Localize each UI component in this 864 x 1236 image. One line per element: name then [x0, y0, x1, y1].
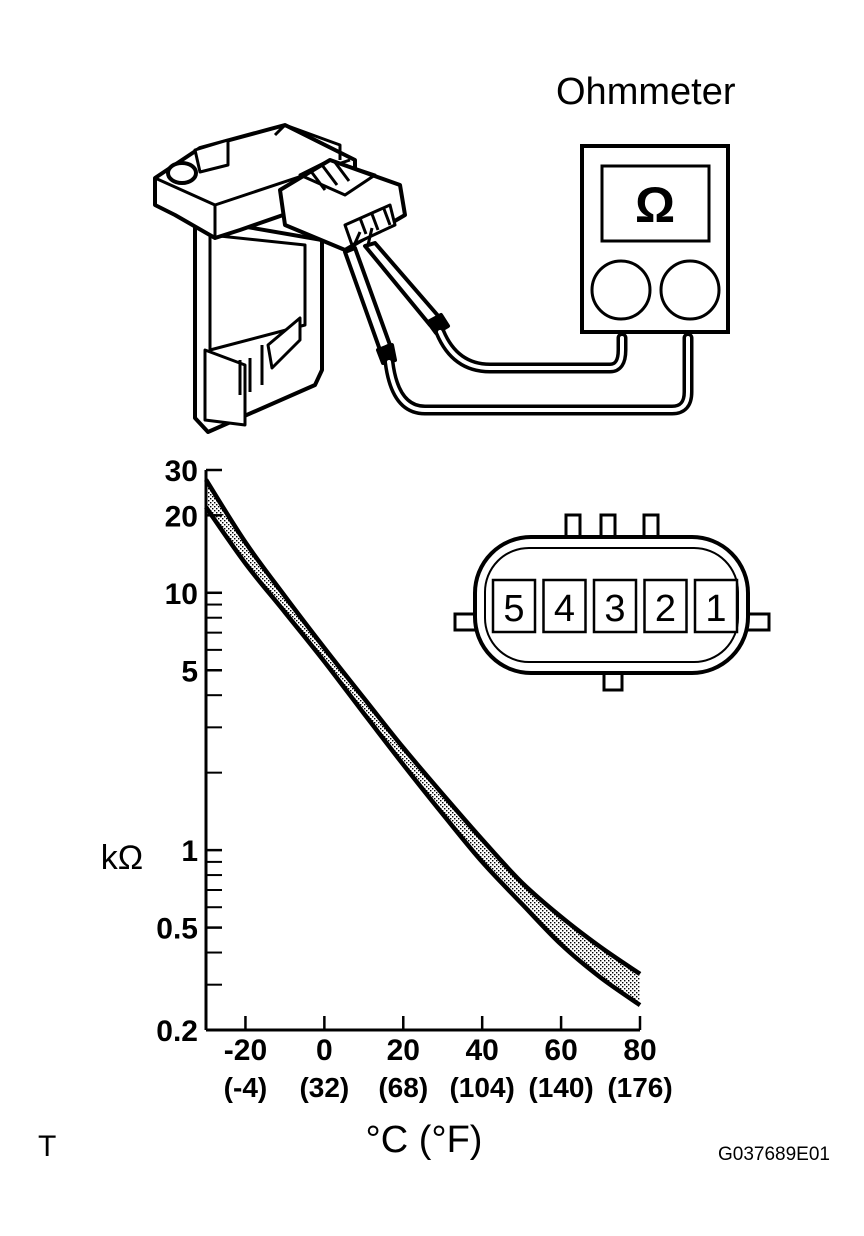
x-tick-label-fahrenheit--20: (-4) [224, 1072, 268, 1103]
x-tick-label-fahrenheit-20: (68) [378, 1072, 428, 1103]
connector-pin-label-4: 4 [554, 588, 575, 630]
y-tick-label-5: 5 [181, 655, 198, 688]
x-axis-label: °C (°F) [366, 1119, 483, 1161]
x-tick-label-fahrenheit-60: (140) [528, 1072, 593, 1103]
connector-pin-5 [491, 578, 537, 634]
air-flow-meter-sensor-illustration [153, 123, 407, 434]
y-axis-label: kΩ [101, 839, 143, 877]
connector-pin-label-5: 5 [503, 588, 524, 630]
x-tick-label-fahrenheit-80: (176) [607, 1072, 672, 1103]
ohmmeter-terminal-right [659, 259, 721, 321]
y-tick-label-30: 30 [165, 455, 198, 488]
x-tick-label--20: -20 [224, 1034, 267, 1067]
connector-pin-label-3: 3 [604, 588, 625, 630]
ohmmeter-label: Ohmmeter [556, 71, 736, 113]
footer-left-mark: T [38, 1130, 56, 1163]
connector-pin-2 [643, 578, 688, 634]
connector-pin-label-2: 2 [655, 588, 676, 630]
ohmmeter: Ohmmeter Ω [556, 71, 736, 334]
x-tick-label-40: 40 [465, 1034, 498, 1067]
x-tick-label-fahrenheit-40: (104) [449, 1072, 514, 1103]
x-tick-label-fahrenheit-0: (32) [299, 1072, 349, 1103]
test-leads [383, 326, 694, 416]
x-tick-label-60: 60 [544, 1034, 577, 1067]
connector-pin-label-1: 1 [705, 588, 726, 630]
y-tick-label-10: 10 [165, 578, 198, 611]
y-tick-label-1: 1 [181, 835, 198, 868]
y-tick-label-20: 20 [165, 500, 198, 533]
upper-limit-curve [204, 478, 642, 976]
figure-code: G037689E01 [718, 1144, 830, 1165]
y-tick-label-0.5: 0.5 [156, 913, 198, 946]
connector-pin-3 [592, 578, 638, 634]
tolerance-band [206, 479, 640, 1006]
plot-area: 30 20 10 5 1 0.5 0.2 -20 (-4) 0 (32) 20 (68) 40 (104)… [101, 455, 673, 1161]
ohmmeter-terminal-left [590, 259, 652, 321]
x-tick-label-80: 80 [623, 1034, 656, 1067]
x-tick-label-0: 0 [316, 1034, 333, 1067]
lower-limit-curve [204, 505, 642, 1007]
connector-pin-1 [693, 578, 739, 634]
x-tick-label-20: 20 [387, 1034, 420, 1067]
connector-pin-4 [542, 578, 587, 634]
test-probes [343, 227, 450, 365]
ohm-symbol: Ω [635, 177, 675, 233]
ohmmeter-display [600, 164, 711, 243]
y-tick-label-0.2: 0.2 [156, 1015, 198, 1048]
